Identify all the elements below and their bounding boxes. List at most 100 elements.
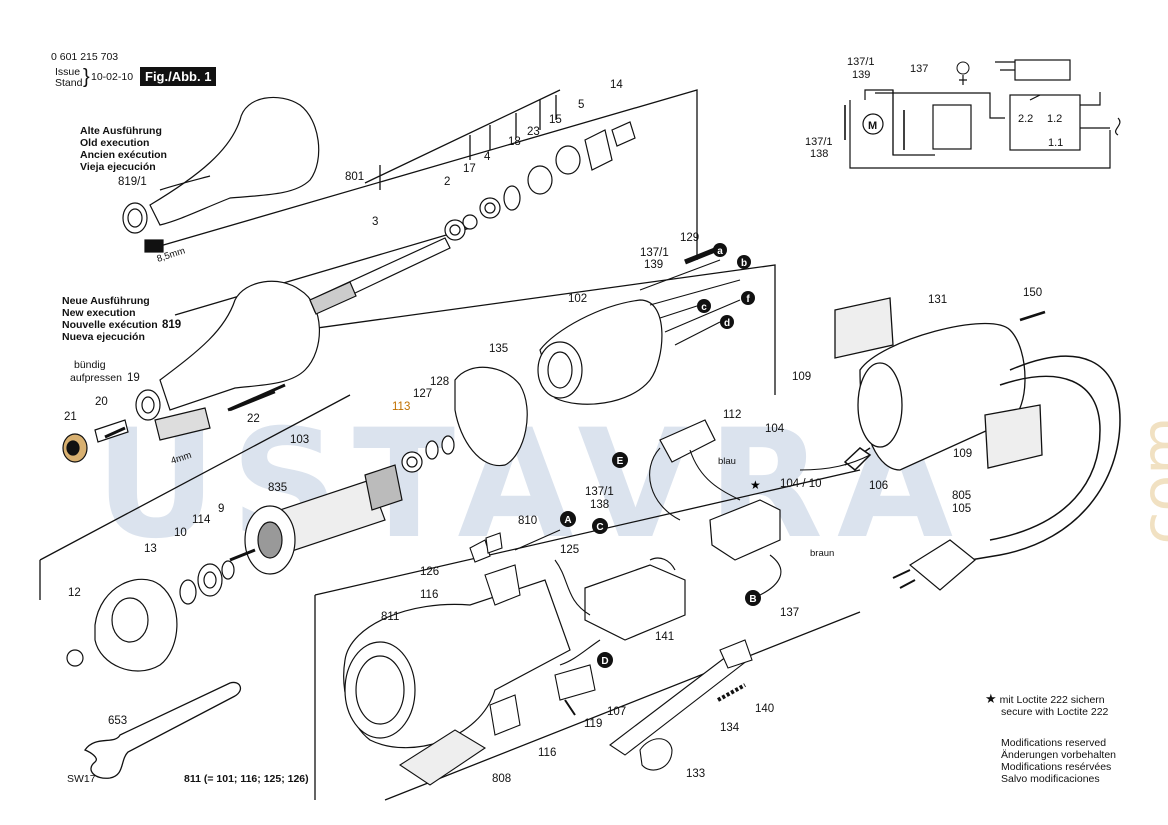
loctite-note: ★ mit Loctite 222 sichern secure with Lo…	[985, 692, 1109, 718]
loctite-de: mit Loctite 222 sichern	[999, 694, 1105, 706]
label-131: 131	[928, 294, 947, 306]
label-139: 139	[644, 259, 663, 271]
old-execution-de: Alte Ausführung	[80, 125, 162, 137]
schematic-138: 138	[810, 148, 828, 160]
label-125: 125	[560, 544, 579, 556]
label-137-1-b: 137/1	[585, 486, 614, 498]
old-execution-en: Old execution	[80, 137, 150, 149]
stand-label: Stand	[55, 77, 83, 89]
motor-letter: M	[868, 120, 877, 132]
schematic-137-1: 137/1	[847, 56, 875, 68]
label-15: 15	[549, 114, 562, 126]
label-801: 801	[345, 171, 364, 183]
spindle-shaft	[309, 121, 636, 315]
wire-leads	[514, 247, 871, 666]
new-grinder-housing	[62, 280, 321, 463]
label-810: 810	[518, 515, 537, 527]
connector-letters: a b c f d A B C D E	[564, 246, 756, 667]
label-114: 114	[192, 514, 211, 526]
label-134: 134	[720, 722, 740, 734]
label-106: 106	[869, 480, 888, 492]
small-parts	[104, 310, 1046, 736]
label-22: 22	[247, 413, 260, 425]
connector-C: C	[596, 522, 603, 533]
buendig-note: bündig	[74, 359, 106, 371]
label-135: 135	[489, 343, 508, 355]
sw17-label: SW17	[67, 773, 96, 785]
label-12: 12	[68, 587, 81, 599]
label-105: 105	[952, 503, 971, 515]
handle-housing	[834, 297, 1043, 471]
switch-bar	[609, 639, 753, 771]
wire-braun: braun	[810, 548, 834, 559]
label-835: 835	[268, 482, 287, 494]
connector-a: a	[717, 246, 723, 257]
capacitor	[659, 419, 716, 463]
label-13: 13	[144, 543, 157, 555]
mod-fr: Modifications resérvées	[1001, 761, 1112, 773]
new-execution-de: Neue Ausführung	[62, 295, 150, 307]
label-103: 103	[290, 434, 309, 446]
new-execution-es: Nueva ejecución	[62, 331, 145, 343]
old-execution-fr: Ancien exécution	[80, 149, 167, 161]
label-17: 17	[463, 163, 476, 175]
rear-bearing	[179, 560, 235, 605]
label-2: 2	[444, 176, 450, 188]
label-102: 102	[568, 293, 587, 305]
schematic-139: 139	[852, 69, 870, 81]
bearing-set	[401, 435, 455, 473]
ground-icon	[956, 61, 970, 75]
label-19: 19	[127, 372, 140, 384]
label-137-1: 137/1	[640, 247, 669, 259]
issue-date: 10-02-10	[91, 71, 134, 83]
label-5: 5	[578, 99, 584, 111]
power-cable	[843, 355, 1121, 561]
power-plug	[892, 539, 976, 591]
circuit-schematic	[844, 59, 1121, 169]
label-3: 3	[372, 216, 378, 228]
assembly-811-note: 811 (= 101; 116; 125; 126)	[184, 773, 309, 785]
label-18: 18	[508, 136, 521, 148]
schematic-137: 137	[910, 63, 928, 75]
label-14: 14	[610, 79, 623, 91]
old-grinder-housing	[122, 96, 320, 253]
motor-symbol	[862, 113, 884, 135]
brush-holder	[709, 499, 781, 561]
loctite-en: secure with Loctite 222	[1001, 706, 1109, 718]
label-805: 805	[952, 490, 971, 502]
mod-en: Modifications reserved	[1001, 737, 1107, 749]
label-140: 140	[755, 703, 774, 715]
part-number: 0 601 215 703	[51, 51, 119, 63]
switch-1-2: 1.2	[1047, 113, 1062, 125]
cover-plate	[398, 729, 487, 786]
label-150: 150	[1023, 287, 1042, 299]
figure-label: Fig./Abb. 1	[140, 67, 217, 86]
switch-2-2: 2.2	[1018, 113, 1033, 125]
new-execution-notes: Neue Ausführung New execution Nouvelle e…	[62, 295, 158, 343]
schematic-137-1-b: 137/1	[805, 136, 833, 148]
stator	[537, 299, 663, 405]
label-116-b: 116	[538, 747, 556, 759]
connector-b: b	[741, 258, 747, 269]
connector-d: d	[724, 318, 730, 329]
switch-1-1: 1.1	[1048, 137, 1063, 149]
label-653: 653	[108, 715, 127, 727]
connector-D: D	[601, 656, 608, 667]
label-128: 128	[430, 376, 449, 388]
connector-f: f	[746, 294, 750, 305]
label-808: 808	[492, 773, 511, 785]
label-126: 126	[420, 566, 439, 578]
aufpressen-note: aufpressen	[70, 372, 122, 384]
issue-label: Issue	[55, 66, 81, 78]
label-109-a: 109	[792, 371, 811, 383]
mod-es: Salvo modificaciones	[1001, 773, 1100, 785]
motor-housing	[343, 579, 571, 749]
label-119: 119	[584, 718, 602, 730]
label-113: 113	[392, 401, 410, 413]
label-21: 21	[64, 411, 77, 423]
label-138: 138	[590, 499, 609, 511]
wrench	[84, 681, 242, 779]
connector-A: A	[564, 515, 571, 526]
fan-shroud	[454, 366, 528, 467]
label-23: 23	[527, 126, 540, 138]
